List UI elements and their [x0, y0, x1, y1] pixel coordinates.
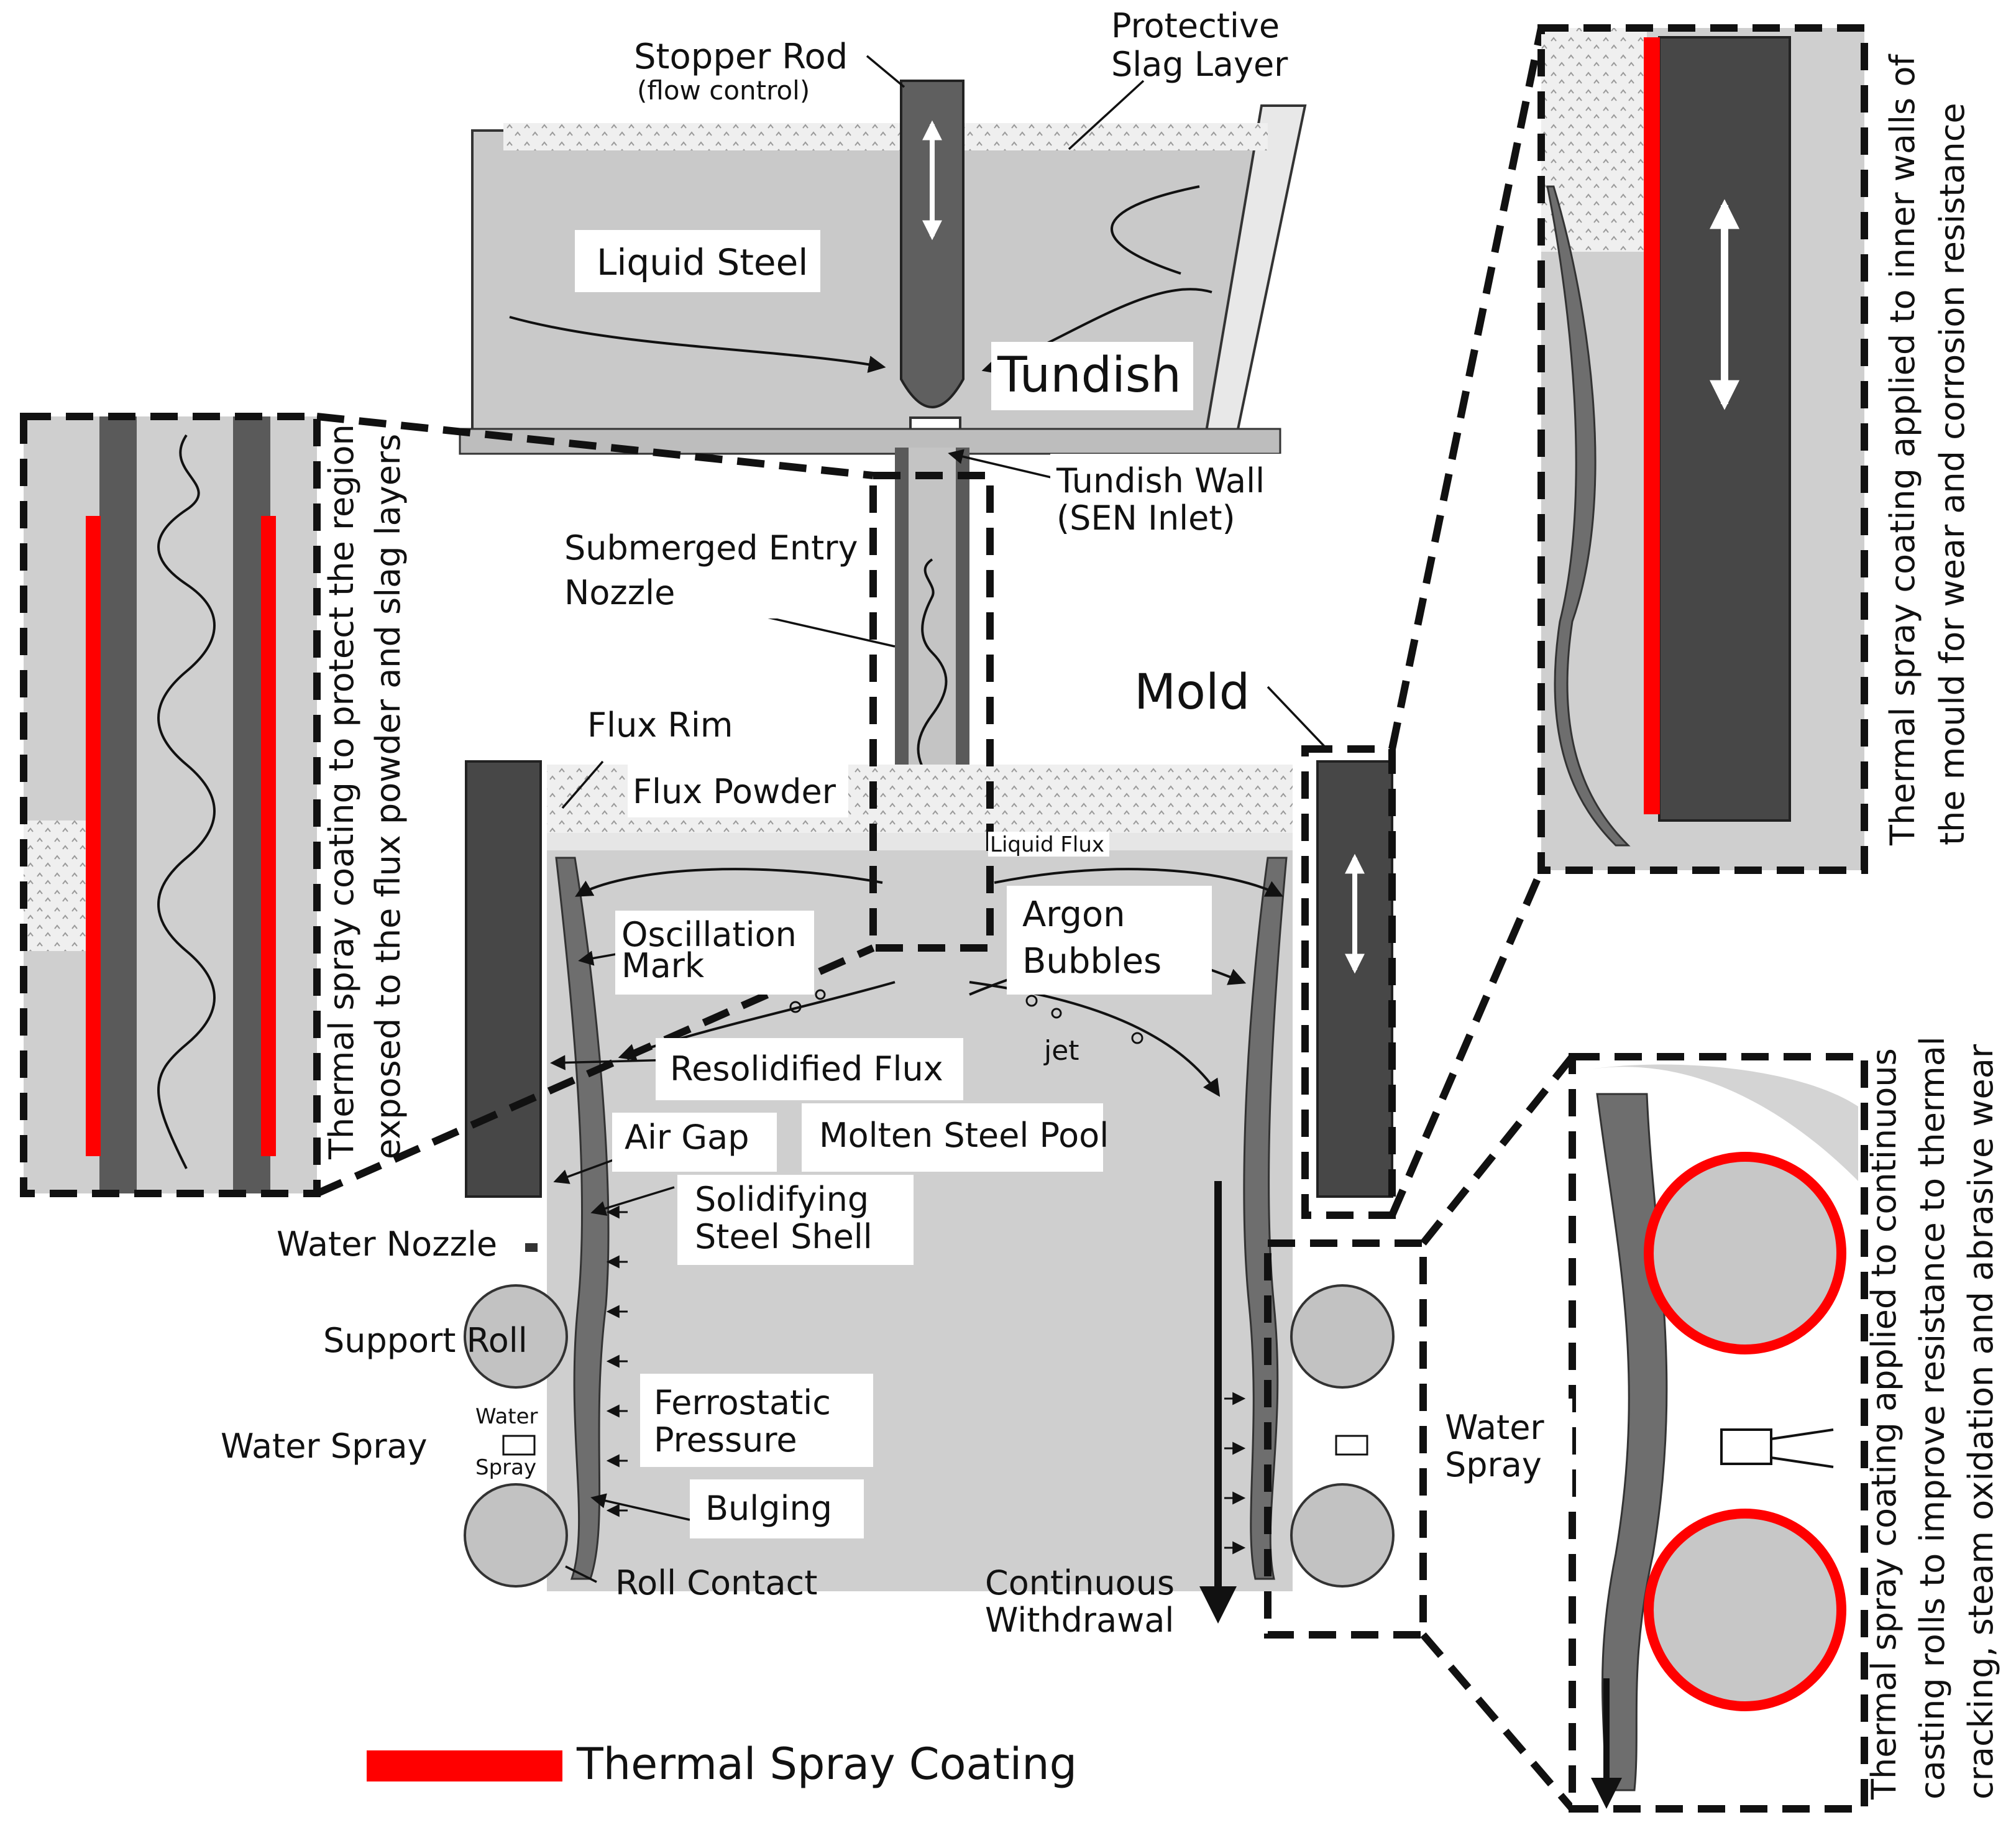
svg-text:Thermal spray coating to prote: Thermal spray coating to protect the reg… [322, 424, 361, 1160]
label-solidifying-shell: Solidifying Steel Shell [677, 1175, 914, 1265]
svg-text:Water Nozzle: Water Nozzle [277, 1225, 497, 1264]
label-roll-contact: Roll Contact [615, 1563, 817, 1602]
svg-text:Air Gap: Air Gap [625, 1118, 749, 1157]
label-support-roll: Support Roll [323, 1321, 528, 1360]
label-bulging: Bulging [690, 1479, 864, 1538]
svg-text:Tundish: Tundish [997, 347, 1181, 403]
svg-text:(SEN Inlet): (SEN Inlet) [1056, 499, 1235, 538]
svg-text:Mark: Mark [621, 946, 705, 985]
svg-text:Steel Shell: Steel Shell [695, 1217, 873, 1256]
legend-swatch [367, 1750, 562, 1781]
svg-text:(flow control): (flow control) [637, 75, 810, 106]
svg-text:Water: Water [1445, 1408, 1544, 1447]
label-water-spray: Water Spray [221, 1427, 428, 1466]
label-continuous-withdrawal: Continuous Withdrawal [985, 1563, 1175, 1640]
mold-left [465, 760, 542, 1198]
mold-right [1316, 760, 1393, 1198]
label-water-small: Water Spray [475, 1404, 538, 1480]
coating-nozzle-right [261, 516, 276, 1156]
svg-text:Liquid Steel: Liquid Steel [597, 241, 808, 283]
svg-text:Continuous: Continuous [985, 1563, 1175, 1602]
label-water-spray-right: Water Spray [1429, 1399, 1572, 1501]
coating-roll-upper [1644, 1152, 1846, 1354]
label-oscillation-mark: Oscillation Mark [615, 911, 814, 995]
svg-text:Nozzle: Nozzle [564, 573, 675, 612]
label-sen: Submerged Entry Nozzle [559, 525, 864, 618]
stopper-rod [900, 80, 964, 408]
svg-text:cracking, steam oxidation and: cracking, steam oxidation and abrasive w… [1961, 1044, 2000, 1800]
coating-roll-lower [1644, 1509, 1846, 1711]
sen-highlight-box [869, 472, 994, 952]
svg-text:Flux Rim: Flux Rim [587, 706, 733, 745]
svg-text:Withdrawal: Withdrawal [985, 1601, 1174, 1640]
svg-text:Flux Powder: Flux Powder [633, 772, 836, 811]
svg-text:Bubbles: Bubbles [1022, 941, 1161, 981]
callout-nozzle-text: Thermal spray coating to protect the reg… [322, 424, 408, 1160]
legend: Thermal Spray Coating [367, 1739, 1077, 1790]
svg-text:Roll Contact: Roll Contact [615, 1563, 817, 1602]
mould-zoom [1537, 24, 1868, 874]
svg-text:Spray: Spray [1445, 1445, 1542, 1484]
svg-text:Thermal spray coating applied: Thermal spray coating applied to inner w… [1883, 53, 1922, 846]
callout-rolls-text: Thermal spray coating applied to continu… [1864, 1036, 2000, 1800]
steel-shell-right [1243, 857, 1288, 1580]
label-jet: jet [1043, 1035, 1079, 1067]
label-molten-steel-pool: Molten Steel Pool [802, 1103, 1109, 1172]
svg-text:Liquid Flux: Liquid Flux [990, 832, 1104, 857]
svg-text:Resolidified Flux: Resolidified Flux [670, 1049, 943, 1088]
label-liquid-steel: Liquid Steel [575, 230, 820, 292]
svg-text:Solidifying: Solidifying [695, 1180, 869, 1219]
label-flux-powder: Flux Powder [628, 765, 848, 817]
svg-text:Argon: Argon [1022, 894, 1125, 935]
callout-mould-text: Thermal spray coating applied to inner w… [1883, 53, 1972, 846]
svg-text:Tundish Wall: Tundish Wall [1056, 461, 1265, 500]
svg-text:Spray: Spray [475, 1455, 536, 1480]
svg-text:Support Roll: Support Roll [323, 1321, 528, 1360]
svg-text:Bulging: Bulging [705, 1489, 832, 1528]
label-mold: Mold [1134, 664, 1250, 720]
argon-bubbles [789, 989, 1143, 1044]
svg-text:Molten Steel Pool: Molten Steel Pool [819, 1116, 1109, 1155]
label-argon-bubbles: Argon Bubbles [1007, 886, 1212, 995]
svg-text:Water Spray: Water Spray [221, 1427, 428, 1466]
rolls-highlight-box [1264, 1239, 1427, 1639]
label-air-gap: Air Gap [612, 1113, 777, 1172]
ferrostatic-arrows [606, 1205, 1246, 1555]
svg-text:the mould for wear and corrosi: the mould for wear and corrosion resista… [1933, 103, 1972, 845]
label-stopper-rod: Stopper Rod (flow control) [634, 37, 848, 106]
label-tundish-wall: Tundish Wall (SEN Inlet) [1050, 454, 1311, 541]
label-resolidified-flux: Resolidified Flux [656, 1038, 963, 1100]
support-rolls [464, 1284, 1395, 1588]
svg-text:Oscillation: Oscillation [621, 915, 797, 954]
svg-text:Slag Layer: Slag Layer [1111, 45, 1288, 84]
svg-text:jet: jet [1043, 1035, 1079, 1067]
label-liquid-flux: Liquid Flux [988, 832, 1109, 857]
nozzle-zoom [20, 413, 321, 1197]
svg-text:Submerged Entry: Submerged Entry [564, 528, 858, 568]
label-tundish: Tundish [991, 342, 1193, 410]
svg-text:Thermal spray coating applied: Thermal spray coating applied to continu… [1864, 1048, 1904, 1800]
water-nozzles [502, 1243, 1368, 1456]
coating-nozzle-left [86, 516, 101, 1156]
svg-text:Ferrostatic: Ferrostatic [654, 1383, 831, 1422]
label-protective-slag: Protective Slag Layer [1111, 6, 1288, 84]
svg-text:Stopper Rod: Stopper Rod [634, 37, 848, 77]
mold-highlight-box [1301, 745, 1396, 1219]
svg-text:casting rolls to improve resis: casting rolls to improve resistance to t… [1913, 1036, 1952, 1800]
callout-connectors [315, 27, 1575, 1811]
label-flux-rim: Flux Rim [587, 706, 733, 745]
rolls-zoom [1569, 1053, 1868, 1813]
svg-text:Water: Water [475, 1404, 538, 1429]
svg-text:Mold: Mold [1134, 664, 1250, 720]
protective-slag-layer [503, 123, 1268, 150]
legend-label: Thermal Spray Coating [576, 1739, 1077, 1790]
svg-text:Pressure: Pressure [654, 1420, 797, 1460]
label-ferrostatic-pressure: Ferrostatic Pressure [640, 1374, 873, 1467]
coating-mould-wall [1644, 37, 1660, 814]
svg-text:exposed to the flux powder and: exposed to the flux powder and slag laye… [369, 434, 408, 1159]
svg-text:Protective: Protective [1111, 6, 1280, 45]
label-water-nozzle: Water Nozzle [277, 1225, 497, 1264]
